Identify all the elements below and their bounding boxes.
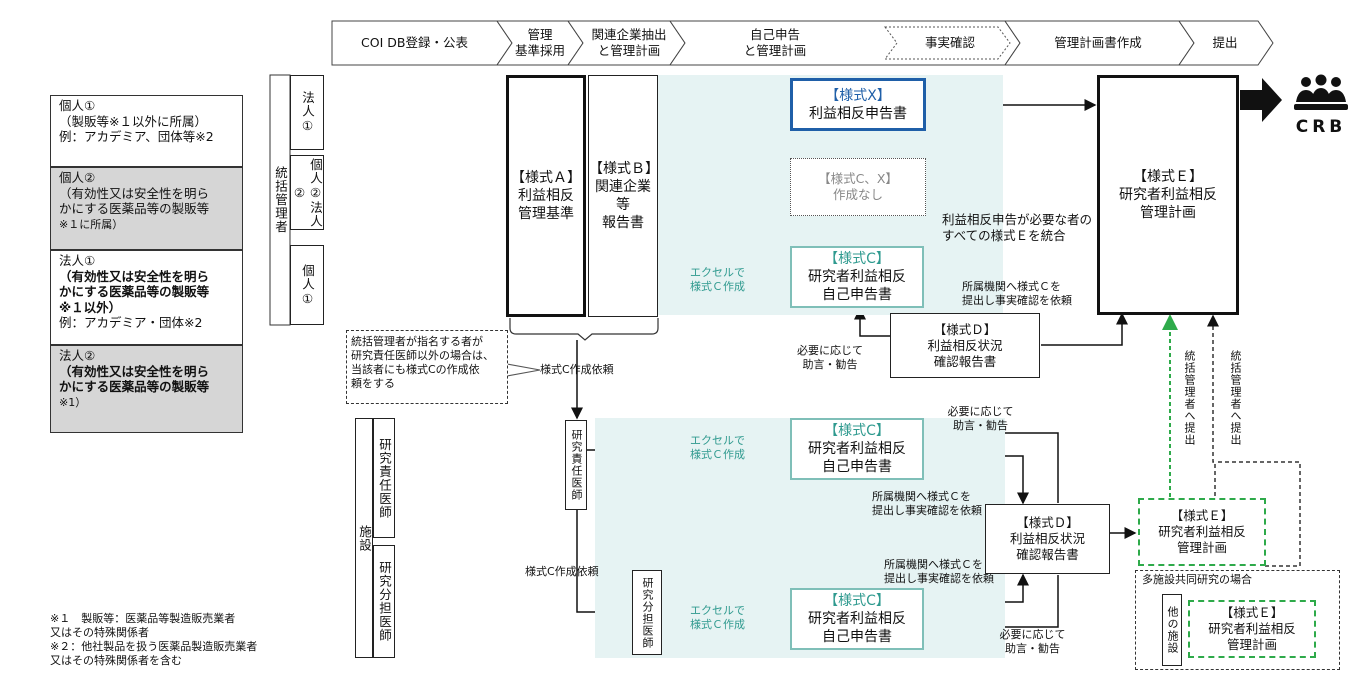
- form-c-title: 【様式C】: [824, 423, 890, 439]
- advice-mid: 必要に応じて 助言・勧告: [947, 405, 1014, 432]
- form-c-mid: 【様式C】 研究者利益相反 自己申告書: [790, 418, 924, 480]
- kenkyu-buntan-box: 研究分担医師: [632, 570, 662, 655]
- role-houjin1: 法人①: [290, 75, 324, 150]
- form-b-box: 【様式Ｂ】 関連企業等 報告書: [588, 75, 659, 317]
- role-kenkyu-buntan: 研究分担医師: [373, 545, 395, 658]
- form-c-upper: 【様式C】 研究者利益相反 自己申告書: [790, 246, 924, 308]
- legend-kojin1: 個人① （製販等※１以外に所属） 例：アカデミア、団体等※2: [50, 95, 243, 167]
- legend-line: （有効性又は安全性を明ら: [59, 363, 210, 379]
- note-box: 統括管理者が指名する者が 研究責任医師以外の場合は、 当該者にも様式Cの作成依 …: [346, 330, 508, 404]
- form-a-body: 利益相反 管理基準: [518, 188, 574, 222]
- form-e-green: 【様式Ｅ】 研究者利益相反 管理計画: [1138, 498, 1266, 566]
- form-b-body: 関連企業等 報告書: [595, 179, 651, 231]
- flow-step-coi-db: COI DB登録・公表: [361, 35, 468, 50]
- footnote: 又はその特殊関係者を含む: [50, 654, 182, 667]
- footnote: 又はその特殊関係者: [50, 626, 149, 639]
- form-e-title: 【様式Ｅ】: [1133, 169, 1203, 185]
- form-c-lower: 【様式C】 研究者利益相反 自己申告書: [790, 588, 924, 650]
- legend-line: ※１以外）: [59, 299, 122, 315]
- form-c-body: 研究者利益相反 自己申告書: [808, 611, 906, 645]
- flow-step-company: 関連企業抽出 と管理計画: [591, 27, 667, 58]
- form-e-main: 【様式Ｅ】 研究者利益相反 管理計画: [1097, 75, 1239, 315]
- role-shisetsu: 施設: [355, 418, 373, 658]
- legend-title: 個人①: [59, 98, 96, 113]
- form-d-body: 利益相反状況 確認報告書: [1009, 531, 1085, 562]
- form-e-title: 【様式Ｅ】: [1170, 508, 1234, 523]
- advice-lower: 必要に応じて 助言・勧告: [999, 628, 1066, 655]
- form-x-box: 【様式X】 利益相反申告書: [790, 78, 926, 131]
- form-e-body: 研究者利益相反 管理計画: [1208, 621, 1296, 652]
- form-c-body: 研究者利益相反 自己申告書: [808, 269, 906, 303]
- crb-label: CRB: [1295, 117, 1347, 137]
- legend-line: （有効性又は安全性を明ら: [59, 185, 210, 201]
- form-c-title: 【様式C】: [824, 251, 890, 267]
- form-x-body: 利益相反申告書: [809, 105, 907, 122]
- legend-line: ※1）: [59, 395, 87, 409]
- form-e-other: 【様式Ｅ】 研究者利益相反 管理計画: [1188, 600, 1316, 658]
- form-c-title: 【様式C】: [824, 593, 890, 609]
- legend-line: 例：アカデミア、団体等※2: [59, 129, 214, 144]
- role-toukatsu: 統括管理者: [273, 166, 288, 234]
- form-x-title: 【様式X】: [825, 87, 891, 104]
- form-a-box: 【様式Ａ】 利益相反 管理基準: [506, 75, 586, 317]
- multi-center-label: 多施設共同研究の場合: [1142, 573, 1252, 586]
- other-shisetsu-box: 他の施設: [1162, 594, 1182, 666]
- submit-fact-upper: 所属機関へ様式Ｃを 提出し事実確認を依頼: [962, 280, 1072, 307]
- multi-center-box: [1135, 570, 1340, 670]
- legend-line: 例：アカデミア・団体※2: [59, 315, 203, 330]
- form-e-title: 【様式Ｅ】: [1220, 605, 1284, 620]
- legend-line: かにする医薬品等の製販等: [59, 379, 210, 394]
- legend-line: （有効性又は安全性を明ら: [59, 268, 210, 284]
- form-d-lower: 【様式Ｄ】 利益相反状況 確認報告書: [985, 504, 1110, 574]
- advice-upper: 必要に応じて 助言・勧告: [797, 344, 863, 371]
- flow-step-standard: 管理 基準採用: [514, 27, 565, 58]
- footnotes: ※１ 製販等：医薬品等製造販売業者 又はその特殊関係者 ※２：他社製品を扱う医薬…: [50, 612, 290, 668]
- legend-line: かにする医薬品等の製販等: [59, 201, 210, 216]
- excel-label-upper: エクセルで 様式Ｃ作成: [690, 266, 745, 293]
- legend-kojin2: 個人② （有効性又は安全性を明ら かにする医薬品等の製販等 ※１に所属）: [50, 167, 243, 250]
- flow-step-fact-check: 事実確認: [924, 35, 975, 50]
- excel-label-lower: エクセルで 様式Ｃ作成: [690, 604, 745, 631]
- flow-step-self-report: 自己申告 と管理計画: [743, 27, 807, 58]
- form-c-body: 研究者利益相反 自己申告書: [808, 441, 906, 475]
- role-kojin1: 個人①: [290, 245, 324, 325]
- request-c-lower: 様式C作成依頼: [525, 565, 599, 578]
- legend-houjin1: 法人① （有効性又は安全性を明ら かにする医薬品等の製販等 ※１以外） 例：アカ…: [50, 250, 243, 345]
- footnote: ※１ 製販等：医薬品等製造販売業者: [50, 612, 236, 625]
- excel-label-mid: エクセルで 様式Ｃ作成: [690, 434, 745, 461]
- legend-line: （製販等※１以外に所属）: [59, 113, 207, 129]
- form-e-body: 研究者利益相反 管理計画: [1158, 524, 1246, 555]
- form-d-upper: 【様式Ｄ】 利益相反状況 確認報告書: [890, 313, 1040, 378]
- form-a-title: 【様式Ａ】: [511, 170, 581, 186]
- form-none-body: 作成なし: [832, 187, 883, 202]
- legend-title: 法人②: [59, 348, 96, 363]
- form-d-title: 【様式Ｄ】: [1016, 515, 1079, 530]
- legend-title: 個人②: [59, 170, 96, 185]
- legend-line: ※１に所属）: [59, 217, 124, 231]
- kenkyu-sekinin-box: 研究責任医師: [565, 420, 587, 510]
- form-d-title: 【様式Ｄ】: [933, 321, 997, 337]
- integrate-label: 利益相反申告が必要な者の すべての様式Ｅを統合: [942, 212, 1093, 243]
- request-c-upper: 様式C作成依頼: [540, 363, 614, 376]
- to-toukatsu-green: 統括管理者へ提出: [1183, 350, 1196, 446]
- flow-step-plan: 管理計画書作成: [1054, 35, 1142, 50]
- legend-title: 法人①: [59, 253, 96, 268]
- form-b-title: 【様式Ｂ】: [589, 161, 659, 177]
- footnote: ※２：他社製品を扱う医薬品製造販売業者: [50, 640, 258, 653]
- legend-houjin2: 法人② （有効性又は安全性を明ら かにする医薬品等の製販等 ※1）: [50, 345, 243, 433]
- form-e-body: 研究者利益相反 管理計画: [1119, 187, 1217, 221]
- role-kojin2-houjin2: 個人②法人②: [290, 155, 324, 230]
- submit-fact-mid: 所属機関へ様式Ｃを 提出し事実確認を依頼: [872, 490, 982, 517]
- role-kenkyu-sekinin: 研究責任医師: [373, 418, 395, 538]
- form-none-title: 【様式C、X】: [818, 171, 898, 186]
- to-toukatsu-dash: 統括管理者へ提出: [1229, 350, 1242, 446]
- crb-people-icon: [1286, 72, 1356, 116]
- form-none-box: 【様式C、X】 作成なし: [790, 158, 926, 216]
- form-d-body: 利益相反状況 確認報告書: [927, 337, 1003, 369]
- flow-step-submit: 提出: [1212, 35, 1238, 50]
- legend-line: かにする医薬品等の製販等: [59, 284, 210, 299]
- submit-fact-lower: 所属機関へ様式Ｃを 提出し事実確認を依頼: [884, 558, 994, 585]
